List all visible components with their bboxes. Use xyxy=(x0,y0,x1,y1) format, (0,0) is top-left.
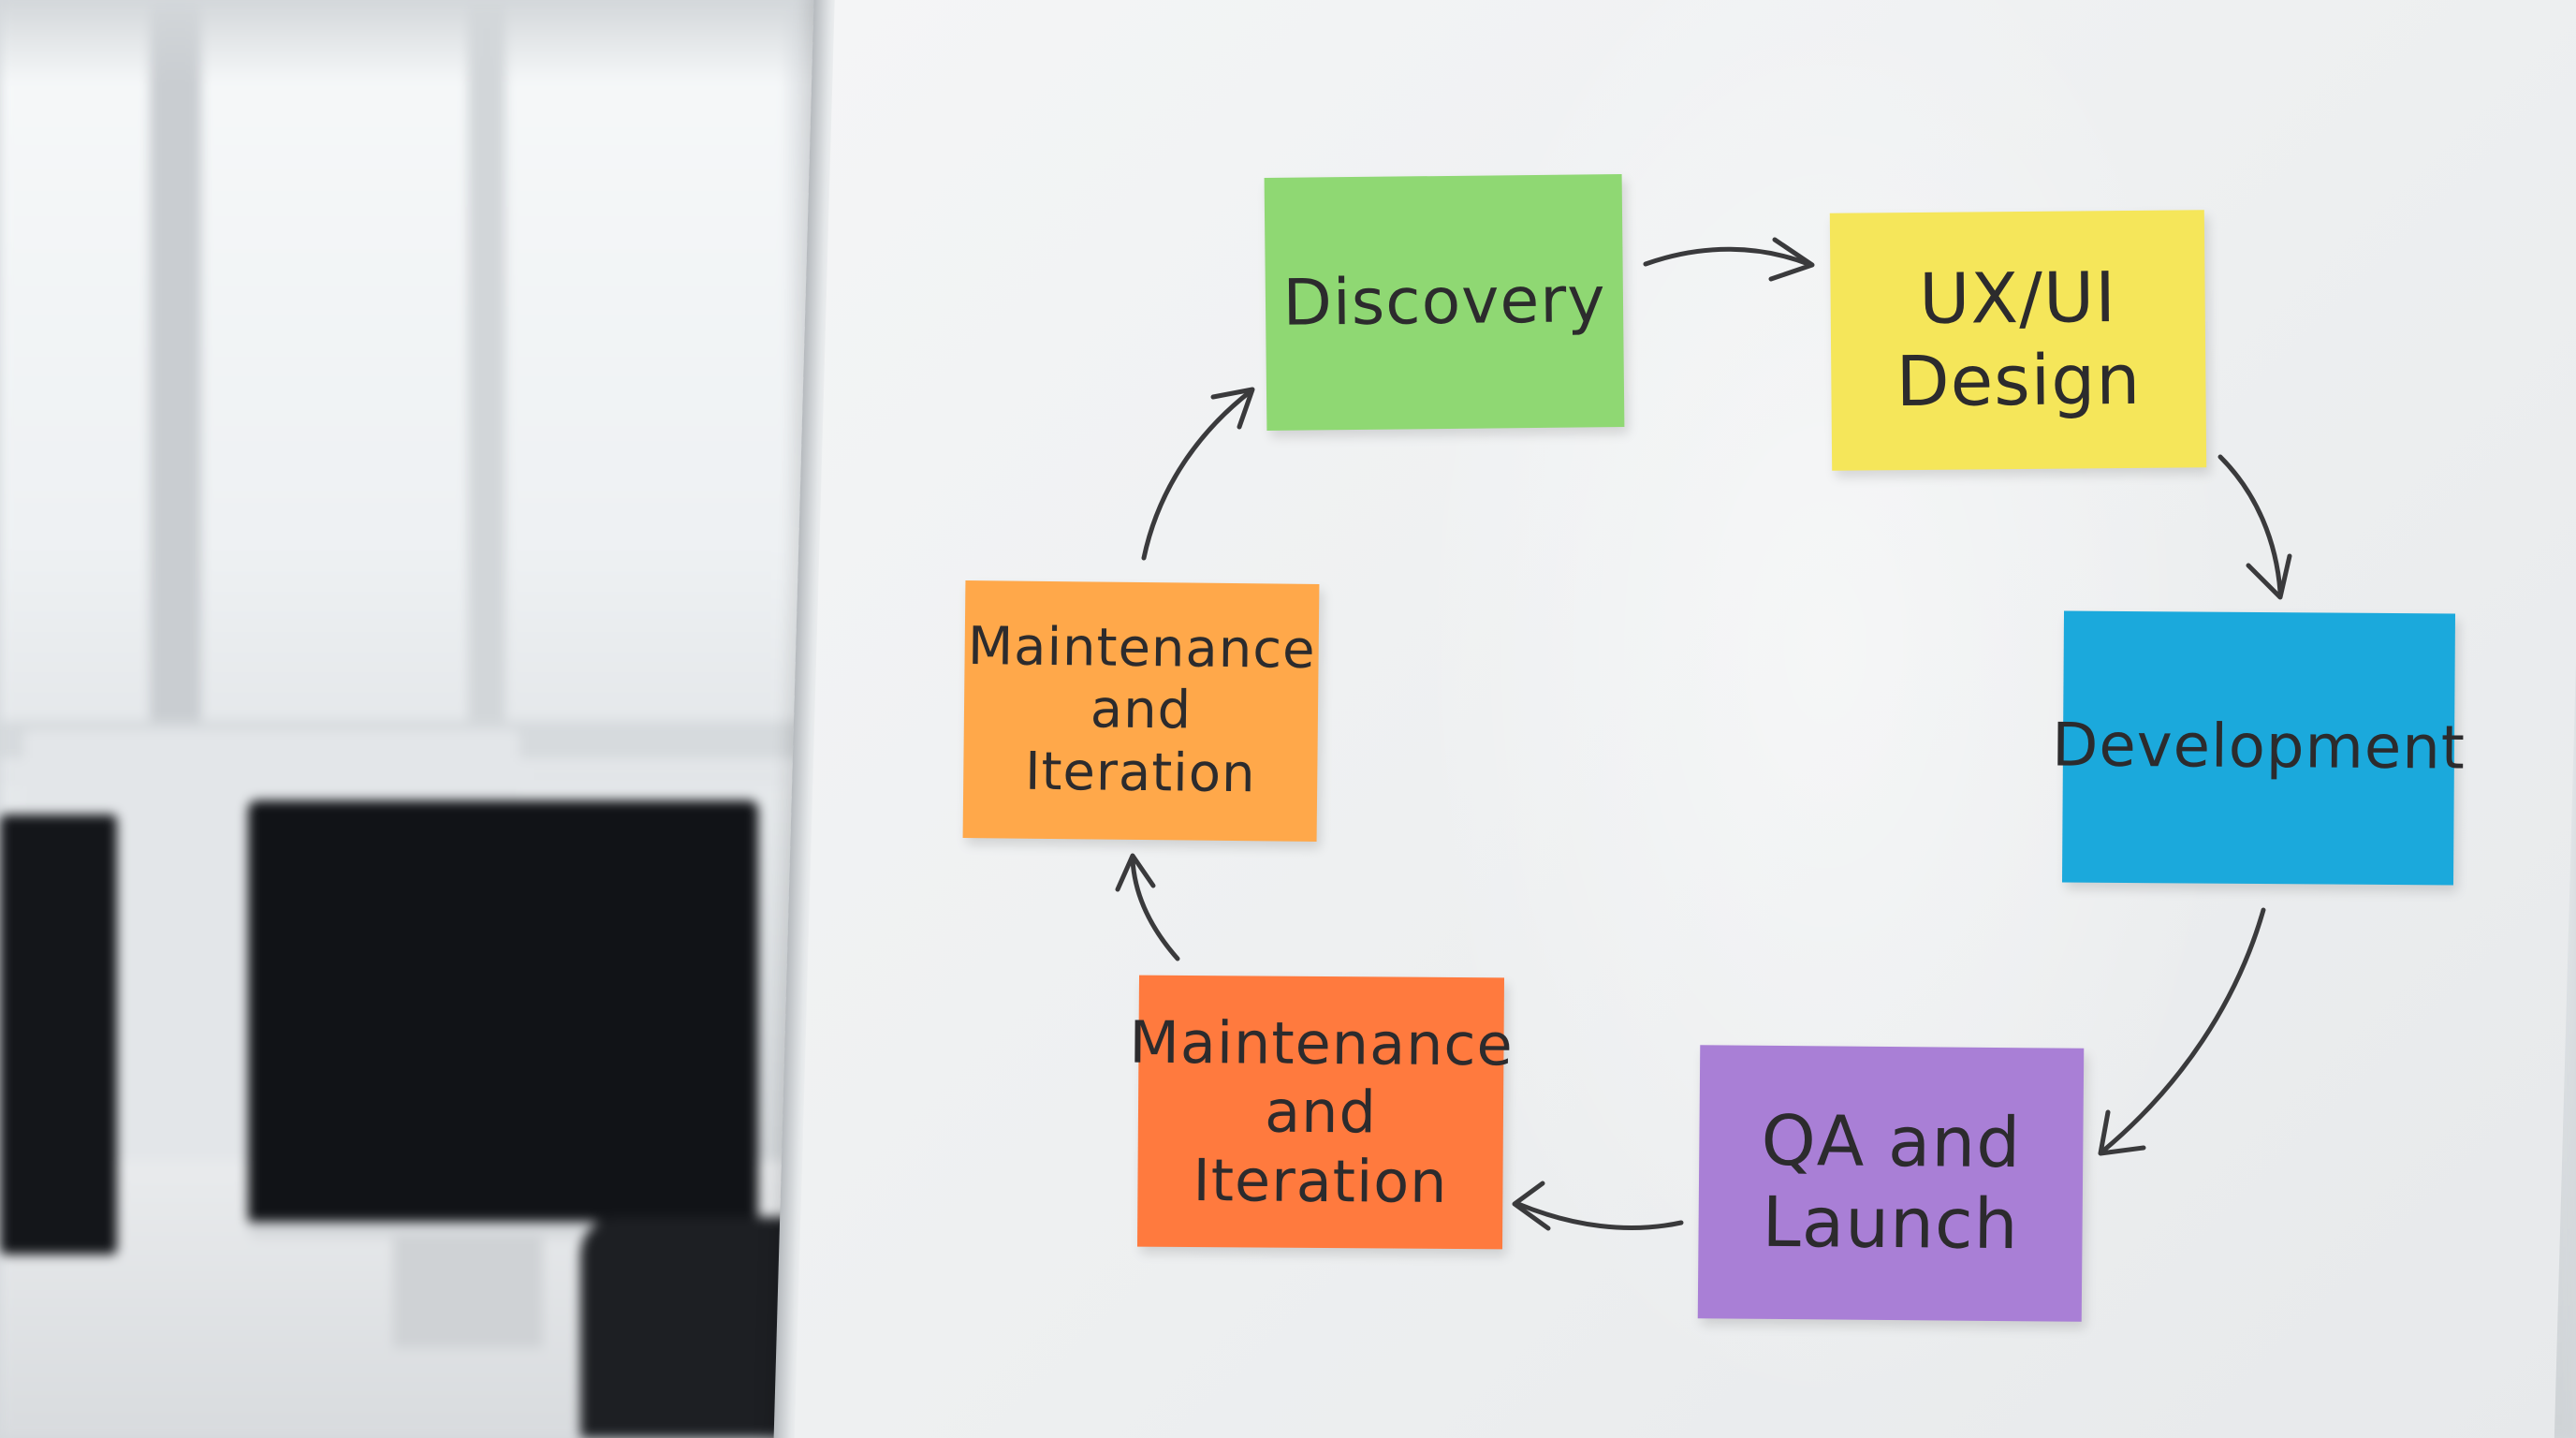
window-mullion xyxy=(468,0,505,740)
note-label-qa-launch: QA and Launch xyxy=(1761,1100,2022,1266)
monitor-stand xyxy=(393,1236,543,1348)
sticky-note-discovery: Discovery xyxy=(1264,174,1625,431)
sticky-note-maintenance-upper: Maintenance and Iteration xyxy=(962,580,1320,842)
monitor-main xyxy=(248,800,758,1239)
note-label-maintenance-upper: Maintenance and Iteration xyxy=(967,616,1316,804)
note-label-development: Development xyxy=(2051,711,2466,784)
monitor-left xyxy=(0,814,117,1255)
window-mullion xyxy=(150,0,201,740)
note-label-discovery: Discovery xyxy=(1282,263,1606,341)
sticky-note-maintenance-lower: Maintenance and Iteration xyxy=(1129,975,1514,1250)
sticky-note-ux-ui-design: UX/UI Design xyxy=(1829,210,2207,471)
window-light xyxy=(0,0,786,786)
note-label-ux-ui-design: UX/UI Design xyxy=(1895,257,2142,422)
sticky-note-qa-launch: QA and Launch xyxy=(1697,1045,2085,1322)
note-label-maintenance-lower: Maintenance and Iteration xyxy=(1129,1007,1514,1216)
ceiling-shade xyxy=(0,0,889,84)
sticky-note-development: Development xyxy=(2052,610,2466,886)
